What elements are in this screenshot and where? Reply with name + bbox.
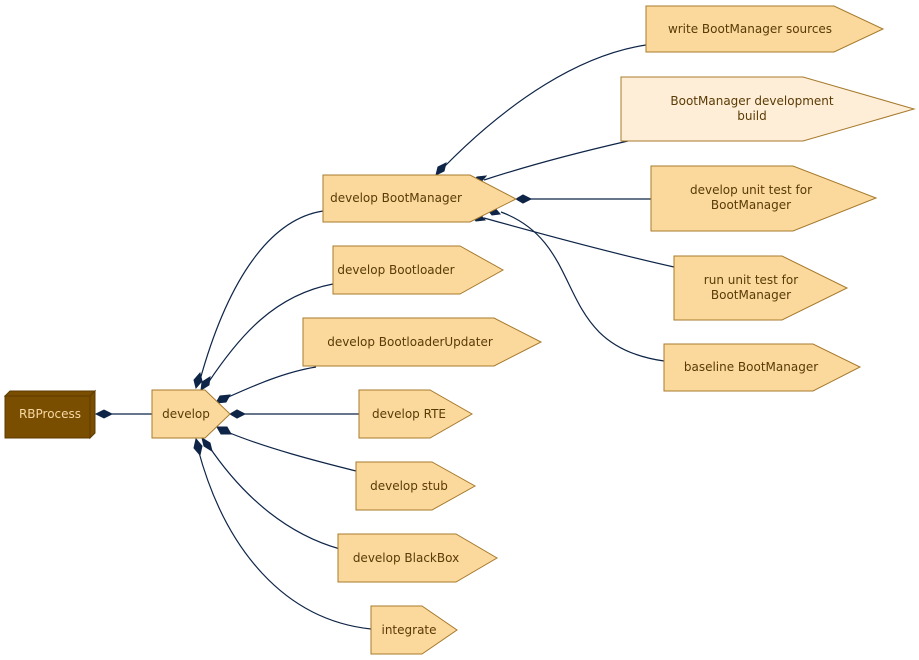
edge-develop-bootmanager — [199, 210, 324, 381]
bootmanager-development-build-shape — [620, 76, 916, 142]
edge-bootmanager-baseline — [500, 211, 665, 362]
diamond-develop-bootloader — [200, 376, 211, 391]
develop-bootmanager-shape — [322, 174, 518, 223]
rbprocess-box-front — [4, 395, 91, 439]
integrate-shape — [370, 605, 458, 655]
develop-unit-test-label-2: BootManager — [711, 198, 791, 212]
run-unit-test-label-1: run unit test for — [704, 273, 798, 287]
node-develop[interactable]: develop — [151, 389, 231, 439]
diamond-bm-unit-test — [514, 194, 533, 204]
edge-develop-integrate — [197, 448, 372, 630]
rbprocess-box-side — [89, 389, 96, 440]
run-unit-test-shape — [673, 255, 849, 321]
develop-shape — [151, 389, 231, 439]
edge-bootmanager-dev-build — [483, 140, 629, 181]
edge-develop-bootloader — [207, 283, 334, 384]
node-run-unit-test[interactable]: run unit test for BootManager — [673, 255, 849, 321]
node-rbprocess[interactable]: RBProcess — [3, 389, 97, 440]
diamond-bm-write-sources — [435, 162, 447, 176]
rbprocess-label: RBProcess — [19, 407, 81, 421]
develop-stub-shape — [355, 461, 477, 511]
develop-blackbox-shape — [337, 533, 498, 583]
node-integrate[interactable]: integrate — [370, 605, 458, 655]
baseline-bootmanager-label: baseline BootManager — [684, 360, 818, 374]
run-unit-test-label-2: BootManager — [711, 288, 791, 302]
edge-bootmanager-write-sources — [443, 44, 647, 168]
develop-bootloader-shape — [332, 245, 505, 295]
diamond-develop-rte — [228, 409, 247, 419]
bootmanager-development-build-label-1: BootManager development — [670, 94, 833, 108]
edges — [112, 44, 675, 630]
node-develop-stub[interactable]: develop stub — [355, 461, 477, 511]
diamond-develop-bootmanager — [193, 371, 203, 390]
diamond-develop-bootloaderupdater — [215, 394, 231, 404]
diamond-rbprocess — [94, 409, 114, 419]
edge-develop-stub — [224, 430, 357, 472]
bootmanager-development-build-label-2: build — [737, 109, 767, 123]
develop-label: develop — [162, 407, 210, 421]
diamond-develop-blackbox — [201, 436, 213, 453]
develop-blackbox-label: develop BlackBox — [353, 551, 459, 565]
develop-rte-shape — [358, 389, 474, 439]
edge-bootmanager-run-unit-test — [483, 217, 675, 268]
node-develop-bootmanager[interactable]: develop BootManager — [322, 174, 518, 223]
rbprocess-box-top — [3, 390, 97, 397]
write-bootmanager-sources-label: write BootManager sources — [668, 22, 832, 36]
baseline-bootmanager-shape — [663, 343, 862, 392]
write-bootmanager-sources-shape — [645, 5, 885, 53]
node-develop-unit-test[interactable]: develop unit test for BootManager — [650, 165, 878, 232]
develop-bootloaderupdater-label: develop BootloaderUpdater — [327, 335, 493, 349]
node-bootmanager-development-build[interactable]: BootManager development build — [620, 76, 916, 142]
node-develop-blackbox[interactable]: develop BlackBox — [337, 533, 498, 583]
diamond-develop-stub — [216, 426, 232, 435]
develop-rte-label: develop RTE — [372, 407, 446, 421]
diamond-develop-integrate — [193, 437, 203, 457]
develop-bootloaderupdater-shape — [302, 317, 543, 367]
integrate-label: integrate — [381, 623, 436, 637]
node-develop-bootloaderupdater[interactable]: develop BootloaderUpdater — [302, 317, 543, 367]
node-develop-bootloader[interactable]: develop Bootloader — [332, 245, 505, 295]
develop-bootloader-label: develop Bootloader — [337, 263, 454, 277]
edge-develop-blackbox — [207, 444, 341, 550]
develop-unit-test-label-1: develop unit test for — [690, 183, 812, 197]
node-develop-rte[interactable]: develop RTE — [358, 389, 474, 439]
develop-bootmanager-label: develop BootManager — [330, 191, 462, 205]
edge-develop-bootloaderupdater — [223, 366, 317, 400]
develop-stub-label: develop stub — [370, 479, 448, 493]
node-baseline-bootmanager[interactable]: baseline BootManager — [663, 343, 862, 392]
node-write-bootmanager-sources[interactable]: write BootManager sources — [645, 5, 885, 53]
develop-unit-test-shape — [650, 165, 878, 232]
